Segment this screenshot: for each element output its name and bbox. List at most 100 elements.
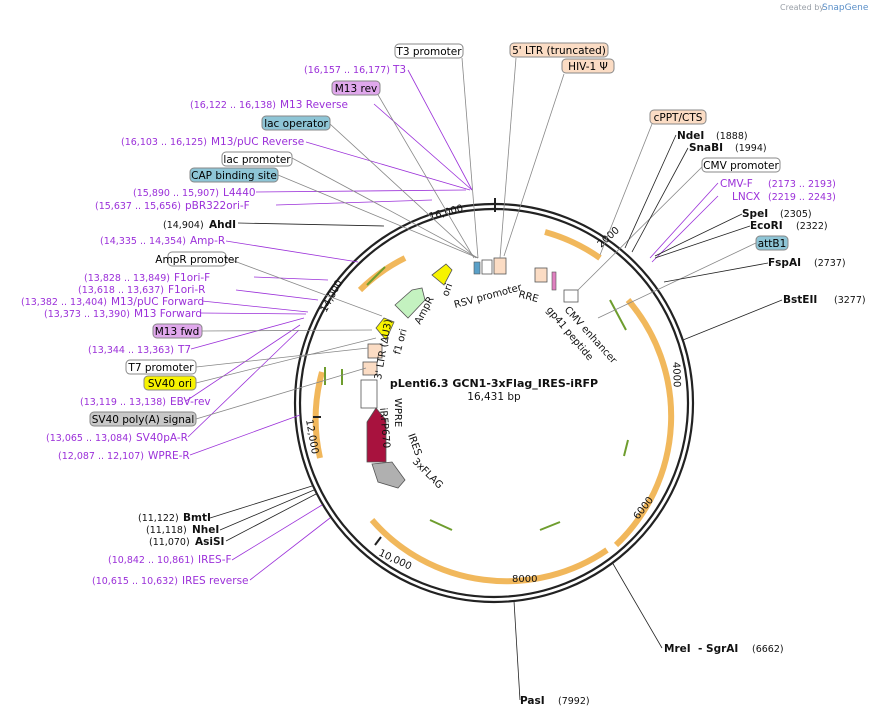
svg-text:M13 Reverse: M13 Reverse bbox=[280, 99, 348, 111]
feature-sv40-ori: SV40 ori bbox=[148, 378, 192, 390]
svg-text:EcoRI: EcoRI bbox=[750, 220, 783, 232]
irfp670-feature bbox=[366, 407, 387, 463]
svg-text:(1994): (1994) bbox=[735, 143, 767, 154]
label-ori: ori bbox=[440, 282, 455, 298]
cmv-enhancer-feature bbox=[563, 289, 579, 303]
ltr-feature bbox=[367, 343, 383, 359]
feature-t3-promoter: T3 promoter bbox=[395, 46, 462, 58]
svg-text:(13,344 .. 13,363): (13,344 .. 13,363) bbox=[88, 345, 174, 356]
label-irfp670: iRFP670 bbox=[377, 407, 391, 448]
plasmid-length: 16,431 bp bbox=[467, 391, 521, 403]
ring-ticks bbox=[313, 198, 496, 546]
feature-cppt: cPPT/CTS bbox=[654, 112, 703, 124]
svg-text:Amp-R: Amp-R bbox=[190, 235, 225, 247]
svg-text:WPRE-R: WPRE-R bbox=[148, 450, 190, 462]
svg-text:(16,157 .. 16,177): (16,157 .. 16,177) bbox=[304, 65, 390, 76]
label-rre: RRE bbox=[517, 289, 539, 305]
svg-text:(13,119 .. 13,138): (13,119 .. 13,138) bbox=[80, 397, 166, 408]
svg-text:MreI: MreI bbox=[664, 643, 691, 655]
tick-8000: 8000 bbox=[512, 574, 537, 585]
svg-text:(12,087 .. 12,107): (12,087 .. 12,107) bbox=[58, 451, 144, 462]
svg-text:L4440: L4440 bbox=[223, 187, 256, 199]
feature-cmv-promoter: CMV promoter bbox=[703, 160, 779, 172]
tick-16000: 16,000 bbox=[428, 203, 465, 223]
svg-text:M13 Forward: M13 Forward bbox=[134, 308, 202, 320]
feature-5ltr: 5' LTR (truncated) bbox=[512, 45, 606, 57]
svg-text:(14,904): (14,904) bbox=[163, 220, 204, 231]
inner-features bbox=[360, 257, 579, 489]
plasmid-name: pLenti6.3 GCN1-3xFlag_IRES-iRFP bbox=[390, 377, 598, 390]
svg-text:(13,618 .. 13,637): (13,618 .. 13,637) bbox=[78, 285, 164, 296]
feature-labels: T3 promoter 5' LTR (truncated) HIV-1 Ψ M… bbox=[89, 42, 789, 427]
svg-text:(2305): (2305) bbox=[780, 209, 812, 220]
svg-text:BstEII: BstEII bbox=[783, 294, 817, 306]
tick-4000: 4000 bbox=[670, 362, 682, 388]
svg-text:M13/pUC Reverse: M13/pUC Reverse bbox=[211, 136, 304, 148]
svg-text:- SgrAI: - SgrAI bbox=[698, 643, 738, 655]
svg-text:(13,065 .. 13,084): (13,065 .. 13,084) bbox=[46, 433, 132, 444]
svg-text:pBR322ori-F: pBR322ori-F bbox=[185, 200, 250, 212]
svg-text:SpeI: SpeI bbox=[742, 208, 768, 220]
svg-text:(13,373 .. 13,390): (13,373 .. 13,390) bbox=[44, 309, 130, 320]
svg-text:(3277): (3277) bbox=[834, 295, 866, 306]
svg-text:(16,103 .. 16,125): (16,103 .. 16,125) bbox=[121, 137, 207, 148]
right-primer-labels: CMV-F(2173 .. 2193) LNCX(2219 .. 2243) bbox=[720, 178, 836, 203]
ires-feature bbox=[371, 461, 406, 489]
svg-text:(15,890 .. 15,907): (15,890 .. 15,907) bbox=[133, 188, 219, 199]
svg-text:PasI: PasI bbox=[520, 695, 545, 707]
svg-text:(2219 .. 2243): (2219 .. 2243) bbox=[768, 192, 836, 203]
svg-text:FspAI: FspAI bbox=[768, 257, 801, 269]
svg-text:(7992): (7992) bbox=[558, 696, 590, 707]
feature-lac-promoter: lac promoter bbox=[223, 154, 291, 166]
label-rsv: RSV promoter bbox=[453, 282, 524, 311]
svg-text:(11,118): (11,118) bbox=[146, 525, 187, 536]
feature-hiv-psi: HIV-1 Ψ bbox=[568, 61, 608, 73]
orf-arcs bbox=[312, 229, 675, 585]
enzyme-labels: (14,904) AhdI NdeI (1888) SnaBI (1994) SpeI… bbox=[138, 130, 866, 707]
svg-text:SV40pA-R: SV40pA-R bbox=[136, 432, 188, 444]
svg-text:(10,842 .. 10,861): (10,842 .. 10,861) bbox=[108, 555, 194, 566]
feature-t7-promoter: T7 promoter bbox=[127, 362, 194, 374]
svg-text:(11,122): (11,122) bbox=[138, 513, 179, 524]
feature-sv40-polya: SV40 poly(A) signal bbox=[92, 414, 195, 426]
svg-text:AsiSI: AsiSI bbox=[195, 536, 224, 548]
svg-text:M13/pUC Forward: M13/pUC Forward bbox=[111, 296, 204, 308]
svg-text:CMV-F: CMV-F bbox=[720, 178, 753, 190]
svg-text:(2737): (2737) bbox=[814, 258, 846, 269]
orf-arrows bbox=[324, 266, 629, 531]
svg-text:(16,122 .. 16,138): (16,122 .. 16,138) bbox=[190, 100, 276, 111]
snapgene-logo: SnapGene bbox=[822, 3, 869, 13]
svg-text:(13,828 .. 13,849): (13,828 .. 13,849) bbox=[84, 273, 170, 284]
tick-6000: 6000 bbox=[632, 495, 656, 522]
label-wpre: WPRE bbox=[392, 398, 403, 427]
svg-text:F1ori-R: F1ori-R bbox=[168, 284, 205, 296]
svg-text:AhdI: AhdI bbox=[209, 219, 236, 231]
svg-text:LNCX: LNCX bbox=[732, 191, 760, 203]
feature-attb1: attB1 bbox=[758, 238, 787, 250]
svg-text:T7: T7 bbox=[177, 344, 191, 356]
tick-14000: 14,000 bbox=[319, 278, 345, 314]
credit-prefix: Created by bbox=[780, 3, 824, 12]
wpre-feature bbox=[360, 379, 378, 409]
feature-lac-operator: lac operator bbox=[264, 118, 328, 130]
label-3xflag: 3xFLAG bbox=[410, 456, 445, 491]
svg-text:NdeI: NdeI bbox=[677, 130, 704, 142]
svg-text:T3: T3 bbox=[392, 64, 406, 76]
feature-m13-fwd: M13 fwd bbox=[155, 326, 200, 338]
label-f1-ori: f1 ori bbox=[392, 328, 409, 356]
enzyme-leaders bbox=[209, 134, 783, 701]
svg-text:SnaBI: SnaBI bbox=[689, 142, 723, 154]
feature-m13-rev: M13 rev bbox=[335, 83, 378, 95]
ori-feature bbox=[431, 263, 453, 286]
svg-text:(11,070): (11,070) bbox=[149, 537, 190, 548]
svg-text:(14,335 .. 14,354): (14,335 .. 14,354) bbox=[100, 236, 186, 247]
rsv-feature bbox=[481, 259, 493, 275]
primer-leaders bbox=[185, 69, 719, 581]
primer-labels: (16,157 .. 16,177)T3 (16,122 .. 16,138) M… bbox=[21, 64, 406, 587]
svg-text:(2322): (2322) bbox=[796, 221, 828, 232]
label-ires: IRES bbox=[405, 432, 423, 457]
svg-text:(1888): (1888) bbox=[716, 131, 748, 142]
svg-text:F1ori-F: F1ori-F bbox=[174, 272, 210, 284]
svg-text:(10,615 .. 10,632): (10,615 .. 10,632) bbox=[92, 576, 178, 587]
